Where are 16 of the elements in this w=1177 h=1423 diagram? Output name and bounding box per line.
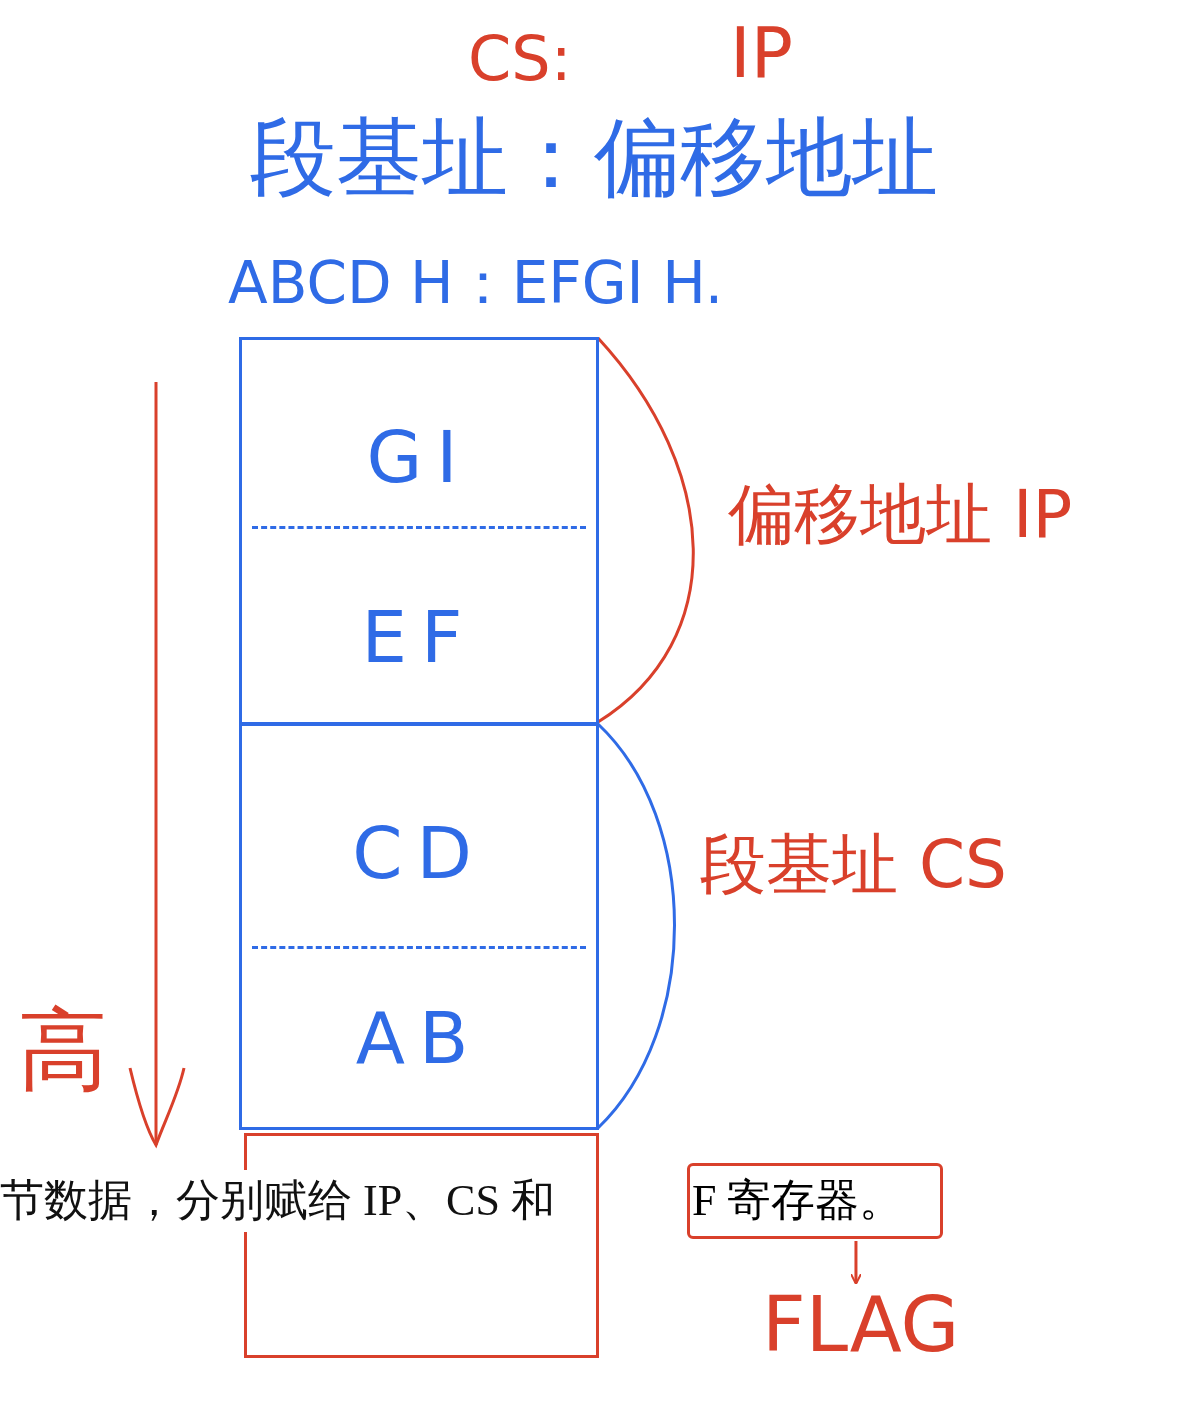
register-label: FLAG — [762, 1285, 982, 1365]
memory-block — [239, 723, 599, 1130]
highlight-box: F 寄存器。 — [687, 1163, 943, 1239]
address-formula: ABCD H：EFGI H. — [228, 248, 724, 319]
handwritten-label: IP — [730, 12, 793, 94]
memory-block — [239, 337, 599, 725]
handwritten-label: CS: — [468, 22, 572, 95]
brace-label: 段基址 CS — [700, 825, 1007, 905]
byte-text: GI — [365, 415, 473, 499]
handwritten-title: 段基址：偏移地址 — [250, 106, 938, 209]
byte-text: EF — [360, 595, 478, 679]
arrow — [849, 1241, 862, 1285]
byte-text: AB — [354, 996, 484, 1080]
brace-label: 偏移地址 IP — [728, 475, 1073, 555]
direction-label: 高 — [18, 996, 108, 1104]
byte-text: CD — [351, 811, 487, 895]
